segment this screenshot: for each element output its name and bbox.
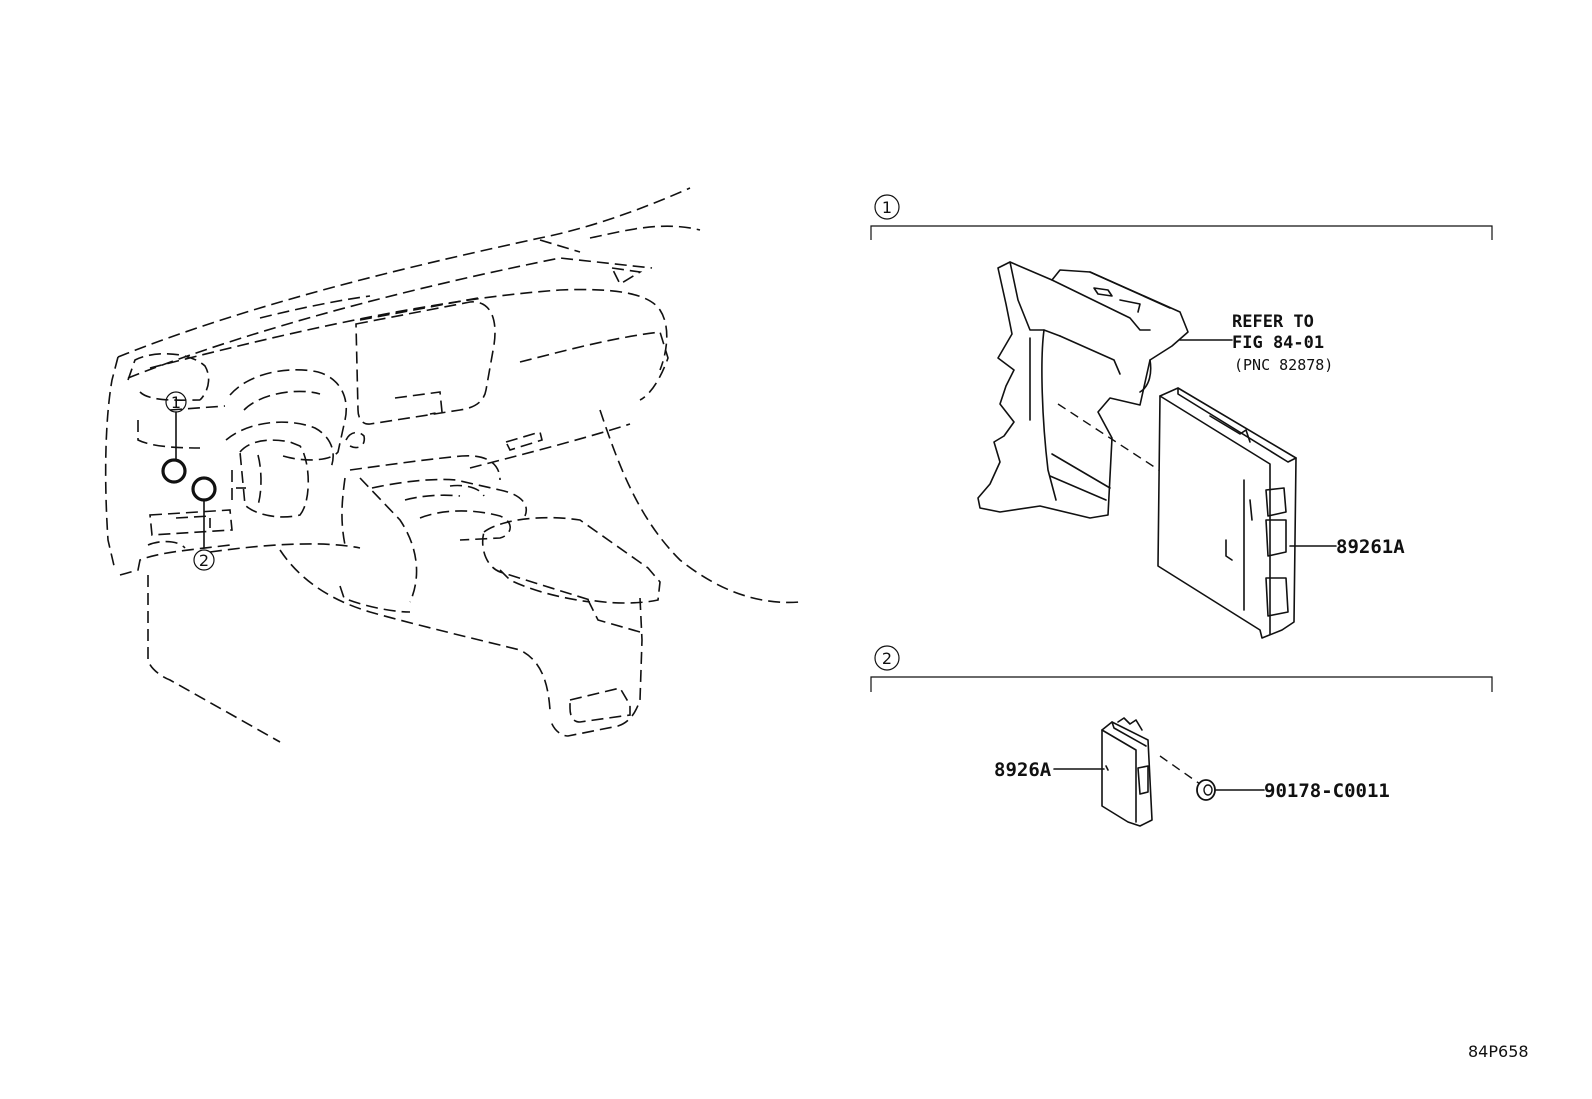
refer-bracket-drawing xyxy=(977,261,1189,519)
refer-note-line2: FIG 84-01 xyxy=(1232,333,1324,353)
section-2-bracket xyxy=(870,676,1493,692)
dashboard-illustration xyxy=(104,187,801,743)
part-number-8926A: 8926A xyxy=(994,759,1052,781)
clip-90178-C0011 xyxy=(1196,779,1216,801)
callout-2-number: 2 xyxy=(199,551,209,570)
location-ring-2 xyxy=(191,476,217,502)
section-1-bracket xyxy=(870,225,1493,240)
module-8926A xyxy=(1101,717,1153,827)
refer-note-pnc: (PNC 82878) xyxy=(1234,356,1333,374)
section-1: 1 xyxy=(870,194,1493,639)
section-1-marker-circle xyxy=(874,194,900,220)
callout-1-dashboard: 1 xyxy=(161,391,187,484)
figure-id: 84P658 xyxy=(1468,1042,1529,1061)
callout-1-number: 1 xyxy=(171,393,181,412)
ecu-module-89261A xyxy=(1157,387,1297,639)
part-number-89261A: 89261A xyxy=(1336,536,1405,558)
callout-2-dashboard: 2 xyxy=(191,476,217,571)
refer-note-line1: REFER TO xyxy=(1232,312,1314,332)
section-2-marker: 2 xyxy=(882,649,892,668)
location-ring-1 xyxy=(161,458,187,484)
section-1-marker: 1 xyxy=(882,198,892,217)
part-number-90178-C0011: 90178-C0011 xyxy=(1264,780,1390,802)
section-2-marker-circle xyxy=(874,645,900,671)
section-2: 2 8926A 90178-C0011 xyxy=(870,645,1493,827)
